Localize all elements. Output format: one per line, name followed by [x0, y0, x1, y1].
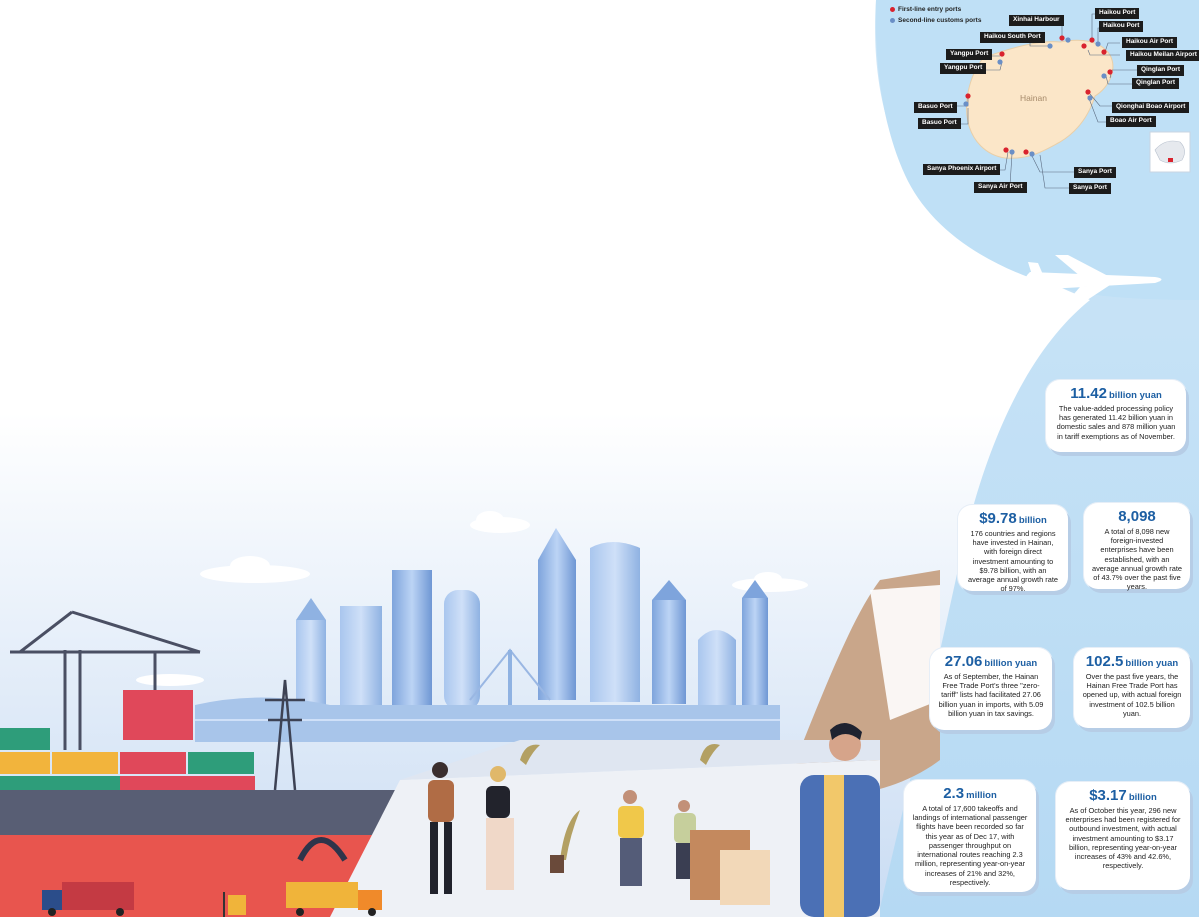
- port-label: Boao Air Port: [1106, 116, 1156, 127]
- port-label: Xinhai Harbour: [1009, 15, 1064, 26]
- city-skyline: [195, 528, 780, 742]
- port-markers: [963, 35, 1113, 157]
- port-label: Sanya Port: [1069, 183, 1111, 194]
- airplane-icon: [1025, 255, 1162, 310]
- port-label: Qinglan Port: [1132, 78, 1179, 89]
- stat-description: A total of 17,600 takeoffs and landings …: [912, 803, 1028, 887]
- port-label: Qionghai Boao Airport: [1112, 102, 1190, 113]
- port-label: Yangpu Port: [946, 49, 993, 60]
- stat-unit: billion yuan: [1109, 390, 1162, 401]
- stat-unit: billion yuan: [1125, 658, 1179, 669]
- stat-description: 176 countries and regions have invested …: [968, 528, 1058, 594]
- traveler-man-yellow: [618, 790, 644, 886]
- stat-value: 27.06: [944, 653, 983, 670]
- traveler-woman-blonde: [486, 766, 514, 890]
- stat-card-flights: 2.3 million A total of 17,600 takeoffs a…: [904, 780, 1036, 892]
- stat-value: 11.42: [1070, 385, 1107, 402]
- port-label: Basuo Port: [918, 118, 961, 129]
- legend-second-line: Second-line customs ports: [890, 17, 981, 24]
- truck-red: [42, 882, 134, 916]
- port-label: Haikou Air Port: [1122, 37, 1178, 48]
- terminal-wall: [400, 740, 880, 780]
- stat-value: 8,098: [1118, 508, 1156, 525]
- island-name: Hainan: [1020, 93, 1047, 103]
- port-label: Haikou Port: [1099, 21, 1144, 32]
- port-label: Sanya Port: [1074, 167, 1116, 178]
- stat-card-value-added: 11.42 billion yuan The value-added proce…: [1046, 380, 1186, 452]
- port-label: Basuo Port: [914, 102, 957, 113]
- stat-unit: billion: [1018, 515, 1047, 526]
- traveler-woman-brown: [428, 762, 454, 894]
- stat-unit: billion: [1128, 792, 1157, 803]
- stat-card-foreign-investment: 102.5 billion yuan Over the past five ye…: [1074, 648, 1190, 728]
- traveler-man-shopping: [690, 722, 880, 917]
- port-crane: [10, 610, 201, 750]
- blue-pin-icon: [890, 18, 895, 23]
- stat-value: $9.78: [979, 510, 1017, 527]
- stat-card-fdi: $9.78 billion 176 countries and regions …: [958, 505, 1068, 594]
- port-label: Yangpu Port: [940, 63, 987, 74]
- container-stacks: [0, 728, 255, 790]
- truck-yellow: [286, 882, 382, 916]
- port-label: Qinglan Port: [1137, 65, 1184, 76]
- stat-description: As of October this year, 296 new enterpr…: [1065, 805, 1181, 871]
- port-label: Haikou Meilan Airport: [1126, 50, 1199, 61]
- stat-unit: million: [966, 790, 997, 801]
- potted-plants: [520, 744, 720, 873]
- stat-value: 2.3: [943, 785, 965, 802]
- stat-value: 102.5: [1085, 653, 1124, 670]
- stat-description: As of September, the Hainan Free Trade P…: [938, 671, 1044, 718]
- port-label: Haikou Port: [1095, 8, 1140, 19]
- traveler-man-green: [674, 800, 696, 879]
- stat-description: Over the past five years, the Hainan Fre…: [1082, 671, 1182, 718]
- port-label: Haikou South Port: [980, 32, 1045, 43]
- stat-description: The value-added processing policy has ge…: [1056, 403, 1176, 441]
- legend-first-line: First-line entry ports: [890, 6, 961, 13]
- ship-logo: [297, 837, 348, 862]
- china-locator-map: [1149, 131, 1191, 173]
- stat-description: A total of 8,098 new foreign-invested en…: [1092, 526, 1182, 592]
- cargo-ship: [0, 790, 410, 835]
- hanging-container: [123, 690, 193, 740]
- legend-first-line-label: First-line entry ports: [898, 6, 962, 13]
- legend-second-line-label: Second-line customs ports: [898, 17, 982, 24]
- stat-card-enterprises: 8,098 A total of 8,098 new foreign-inves…: [1084, 503, 1190, 592]
- forklift: [223, 892, 246, 917]
- power-pylon: [265, 679, 305, 791]
- terminal-window: [870, 585, 940, 720]
- port-label: Sanya Air Port: [974, 182, 1027, 193]
- stat-value: $3.17: [1089, 787, 1127, 804]
- terminal-floor: [330, 760, 880, 917]
- red-pin-icon: [890, 7, 895, 12]
- stat-card-zero-tariff: 27.06 billion yuan As of September, the …: [930, 648, 1052, 730]
- port-label: Sanya Phoenix Airport: [923, 164, 1001, 175]
- stat-card-outbound: $3.17 billion As of October this year, 2…: [1056, 782, 1190, 890]
- stat-unit: billion yuan: [984, 658, 1038, 669]
